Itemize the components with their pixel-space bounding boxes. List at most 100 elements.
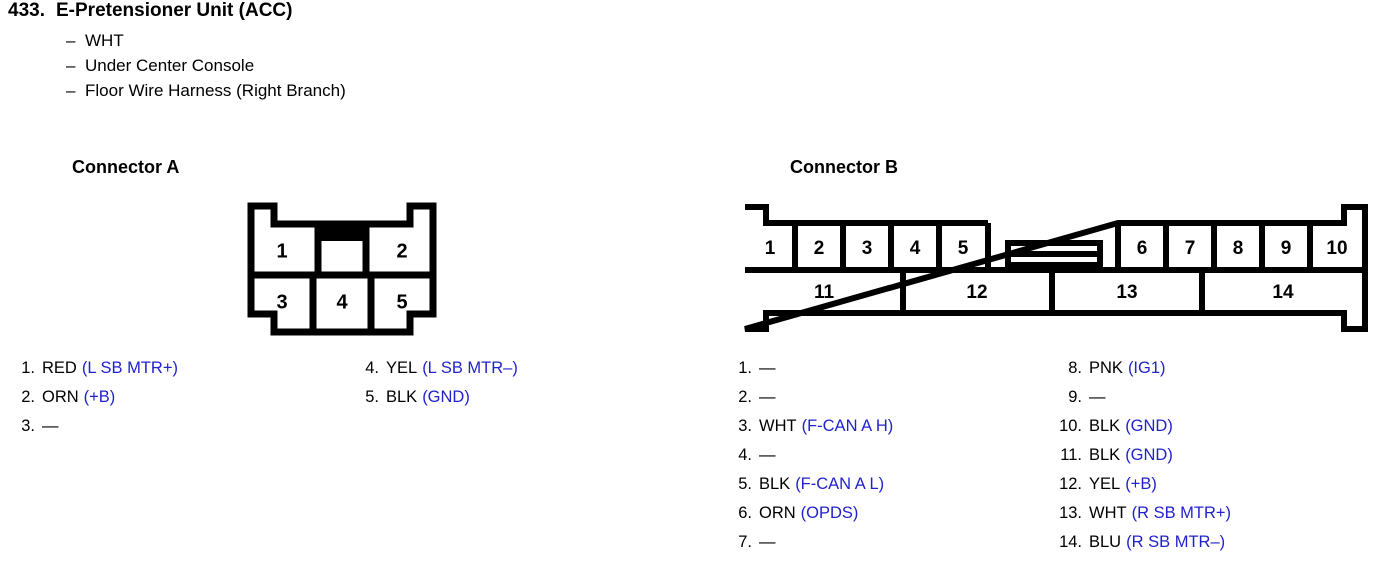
connector-b-cell-14: 14	[1272, 282, 1294, 303]
pin-row: 8. PNK (IG1)	[1056, 354, 1231, 383]
connector-b-cell-11: 11	[814, 282, 835, 303]
pin-index: 3.	[21, 417, 35, 435]
pin-index: 3.	[738, 417, 752, 435]
bullet-dash: –	[66, 81, 76, 100]
connector-b-cell-3: 3	[862, 238, 873, 259]
connector-b-cell-12: 12	[966, 282, 987, 303]
pin-row: 1. RED (L SB MTR+)	[18, 354, 178, 383]
connector-a-cell-3: 3	[276, 291, 287, 313]
pin-row: 10. BLK (GND)	[1056, 412, 1231, 441]
connector-b-cell-2: 2	[814, 238, 825, 259]
pin-signal-name: (+B)	[1125, 475, 1157, 493]
pin-row: 2. ORN (+B)	[18, 383, 178, 412]
connector-a-keying-tab	[320, 224, 364, 241]
pin-signal-name: (IG1)	[1127, 359, 1166, 377]
connector-a-diagram: 1 2 3 4 5	[247, 202, 437, 336]
connector-a-pin-list-left: 1. RED (L SB MTR+) 2. ORN (+B) 3. —	[18, 354, 178, 441]
pin-row: 6. ORN (OPDS)	[735, 499, 893, 528]
pin-wire-color: —	[759, 533, 776, 551]
pin-wire-color: BLU	[1089, 533, 1122, 551]
pin-index: 12.	[1059, 475, 1082, 493]
connector-b-cell-5: 5	[958, 238, 969, 259]
pin-signal-name: (+B)	[83, 388, 116, 406]
pin-signal-name: (F-CAN A L)	[795, 475, 885, 493]
pin-signal-name: (GND)	[1125, 446, 1173, 464]
pin-signal-name: (R SB MTR–)	[1126, 533, 1226, 551]
header-bullet-list: –WHT –Under Center Console –Floor Wire H…	[0, 28, 700, 103]
pin-wire-color: —	[759, 388, 776, 406]
page-title: E-Pretensioner Unit (ACC)	[56, 0, 293, 21]
pin-wire-color: WHT	[1089, 504, 1127, 522]
connector-b-cell-4: 4	[910, 238, 921, 259]
connector-b-keying-bar	[1005, 240, 1103, 268]
pin-row: 2. —	[735, 383, 893, 412]
pin-index: 8.	[1068, 359, 1082, 377]
header-bullet-item: –Under Center Console	[66, 53, 700, 78]
connector-a-cell-4: 4	[336, 291, 348, 313]
pin-wire-color: YEL	[1089, 475, 1121, 493]
connector-a-cell-2: 2	[396, 240, 407, 262]
pin-wire-color: —	[759, 446, 776, 464]
page-title-row: 433. E-Pretensioner Unit (ACC)	[0, 0, 700, 22]
header-bullet-item: –Floor Wire Harness (Right Branch)	[66, 78, 700, 103]
pin-row: 5. BLK (GND)	[362, 383, 518, 412]
pin-signal-name: (L SB MTR–)	[422, 359, 518, 377]
pin-index: 10.	[1059, 417, 1082, 435]
pin-row: 4. YEL (L SB MTR–)	[362, 354, 518, 383]
bullet-text: Floor Wire Harness (Right Branch)	[85, 81, 346, 100]
pin-signal-name: (F-CAN A H)	[801, 417, 894, 435]
connector-a-heading: Connector A	[72, 157, 180, 177]
pin-wire-color: PNK	[1089, 359, 1123, 377]
pin-row: 5. BLK (F-CAN A L)	[735, 470, 893, 499]
bullet-dash: –	[66, 31, 76, 50]
connector-b-pin-list-right: 8. PNK (IG1) 9. — 10. BLK (GND) 11. BLK …	[1056, 354, 1231, 557]
pin-signal-name: (OPDS)	[800, 504, 859, 522]
pin-wire-color: BLK	[1089, 417, 1121, 435]
connector-b-cell-6: 6	[1137, 238, 1148, 259]
connector-a-cell-5: 5	[396, 291, 407, 313]
pin-wire-color: YEL	[386, 359, 418, 377]
pin-index: 13.	[1059, 504, 1082, 522]
pin-wire-color: BLK	[1089, 446, 1121, 464]
connector-b-cell-10: 10	[1326, 238, 1347, 259]
connector-b-pin-list-left: 1. — 2. — 3. WHT (F-CAN A H) 4. — 5. BLK…	[735, 354, 893, 557]
pin-wire-color: ORN	[759, 504, 796, 522]
pin-signal-name: (GND)	[422, 388, 470, 406]
pin-wire-color: BLK	[759, 475, 791, 493]
pin-index: 9.	[1068, 388, 1082, 406]
connector-b-outline	[744, 204, 1368, 332]
pin-index: 1.	[21, 359, 35, 377]
connector-b-cell-1: 1	[765, 238, 776, 259]
pin-signal-name: (R SB MTR+)	[1131, 504, 1232, 522]
pin-row: 14. BLU (R SB MTR–)	[1056, 528, 1231, 557]
pin-row: 11. BLK (GND)	[1056, 441, 1231, 470]
pin-signal-name: (GND)	[1125, 417, 1173, 435]
connector-b-diagram: 1 2 3 4 5 6 7 8 9 10 11 12 13 14	[744, 204, 1368, 332]
bullet-text: Under Center Console	[85, 56, 255, 75]
pin-index: 1.	[738, 359, 752, 377]
pin-wire-color: BLK	[386, 388, 418, 406]
pin-wire-color: WHT	[759, 417, 797, 435]
connector-a-outline	[247, 202, 437, 336]
pin-index: 2.	[21, 388, 35, 406]
connector-b-cell-7: 7	[1185, 238, 1196, 259]
pin-row: 3. WHT (F-CAN A H)	[735, 412, 893, 441]
pin-index: 2.	[738, 388, 752, 406]
bullet-text: WHT	[85, 31, 124, 50]
pin-row: 3. —	[18, 412, 178, 441]
header-bullet-item: –WHT	[66, 28, 700, 53]
pin-index: 11.	[1060, 446, 1082, 464]
connector-b-cell-9: 9	[1281, 238, 1292, 259]
pin-index: 14.	[1059, 533, 1082, 551]
pin-row: 12. YEL (+B)	[1056, 470, 1231, 499]
connector-a-cell-1: 1	[276, 240, 287, 262]
connector-b-heading: Connector B	[790, 157, 898, 177]
connector-a-pin-list-right: 4. YEL (L SB MTR–) 5. BLK (GND)	[362, 354, 518, 412]
pin-wire-color: —	[759, 359, 776, 377]
pin-index: 5.	[365, 388, 379, 406]
connector-b-cell-13: 13	[1116, 282, 1137, 303]
pin-row: 7. —	[735, 528, 893, 557]
bullet-dash: –	[66, 56, 76, 75]
pin-wire-color: —	[42, 417, 59, 435]
pin-index: 7.	[738, 533, 752, 551]
